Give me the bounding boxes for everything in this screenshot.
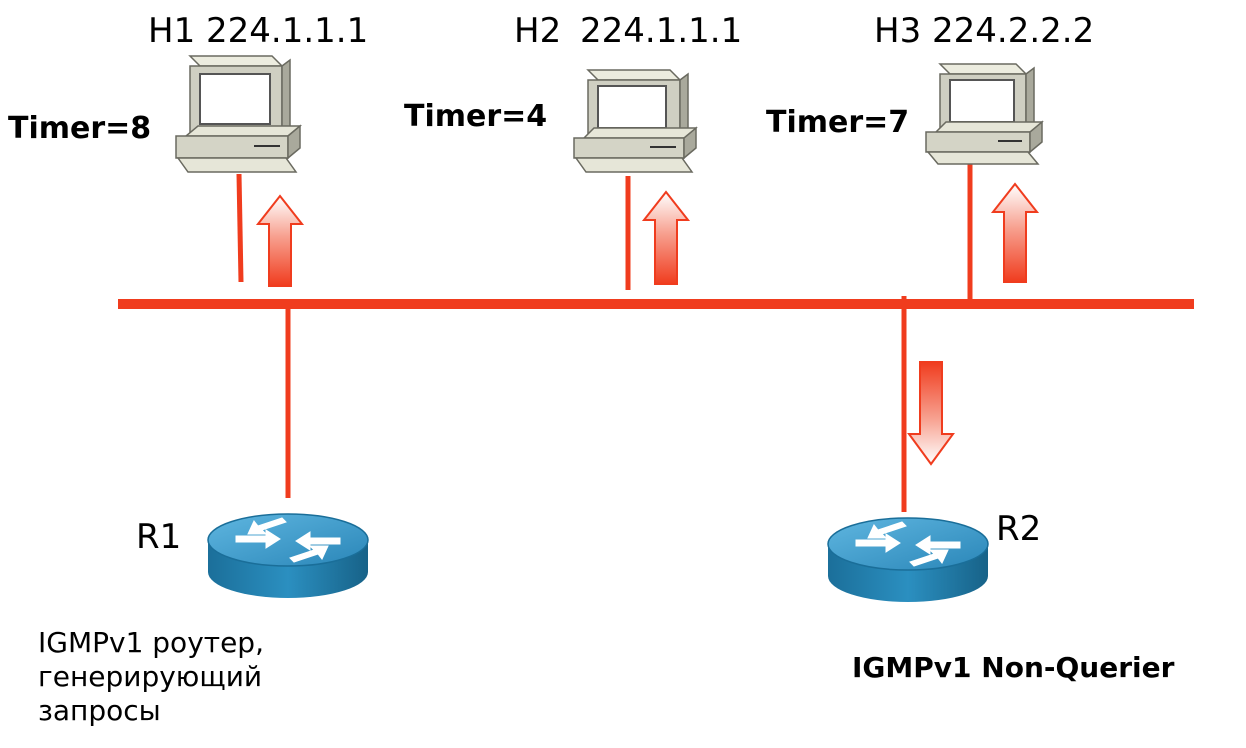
h1-name: H1 bbox=[148, 11, 196, 51]
h2-report-arrow bbox=[641, 190, 691, 285]
r1-description-line-3: запросы bbox=[38, 694, 161, 727]
r1-description-line-2: генерирующий bbox=[38, 660, 263, 693]
h1-timer: Timer=8 bbox=[8, 111, 152, 146]
h1-report-arrow bbox=[255, 194, 305, 287]
h3-label: H3 224.2.2.2 bbox=[874, 14, 1094, 48]
r2-router-icon bbox=[827, 517, 989, 602]
r2-receive-arrow bbox=[907, 361, 955, 466]
h2-computer-icon bbox=[573, 69, 698, 173]
r1-label: R1 bbox=[136, 517, 182, 557]
r1-description: IGMPv1 роутер, генерирующий запросы bbox=[38, 626, 264, 728]
r1-description-line-1: IGMPv1 роутер, bbox=[38, 626, 264, 659]
h1-computer-icon bbox=[175, 55, 303, 173]
h1-label: H1 224.1.1.1 bbox=[148, 14, 368, 48]
h2-label: H2 224.1.1.1 bbox=[514, 14, 742, 48]
h3-timer: Timer=7 bbox=[766, 105, 910, 140]
r1-router-icon bbox=[207, 513, 369, 598]
r2-label: R2 bbox=[996, 509, 1042, 549]
h1-link bbox=[236, 173, 244, 283]
h2-group: 224.1.1.1 bbox=[580, 11, 743, 51]
h3-computer-icon bbox=[925, 63, 1044, 165]
h3-group: 224.2.2.2 bbox=[932, 11, 1095, 51]
h2-name: H2 bbox=[514, 11, 562, 51]
h3-report-arrow bbox=[990, 182, 1040, 283]
h1-group: 224.1.1.1 bbox=[206, 11, 369, 51]
h3-name: H3 bbox=[874, 11, 922, 51]
h2-timer: Timer=4 bbox=[404, 99, 548, 134]
r2-description: IGMPv1 Non-Querier bbox=[852, 651, 1175, 684]
